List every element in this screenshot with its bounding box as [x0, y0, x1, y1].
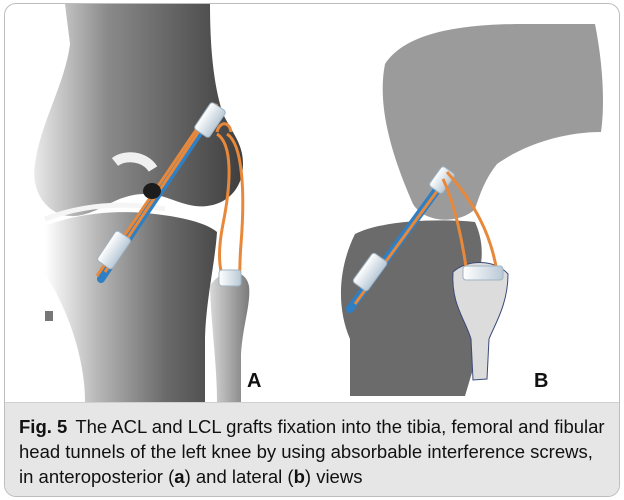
panel-a-fibula: [210, 272, 249, 402]
caption-bold-b: b: [294, 466, 305, 487]
panel-b-femur: [383, 24, 603, 220]
panel-b-label: B: [534, 370, 548, 393]
caption-bold-a: a: [174, 466, 184, 487]
panel-a-label: A: [247, 370, 261, 393]
caption-text-part-2: ) and lateral (: [185, 466, 294, 487]
caption-text-part-3: ) views: [305, 466, 363, 487]
knee-illustration: [5, 4, 619, 402]
knee-figure: A B: [5, 4, 619, 402]
caption-figure-label: Fig. 5: [19, 416, 67, 437]
